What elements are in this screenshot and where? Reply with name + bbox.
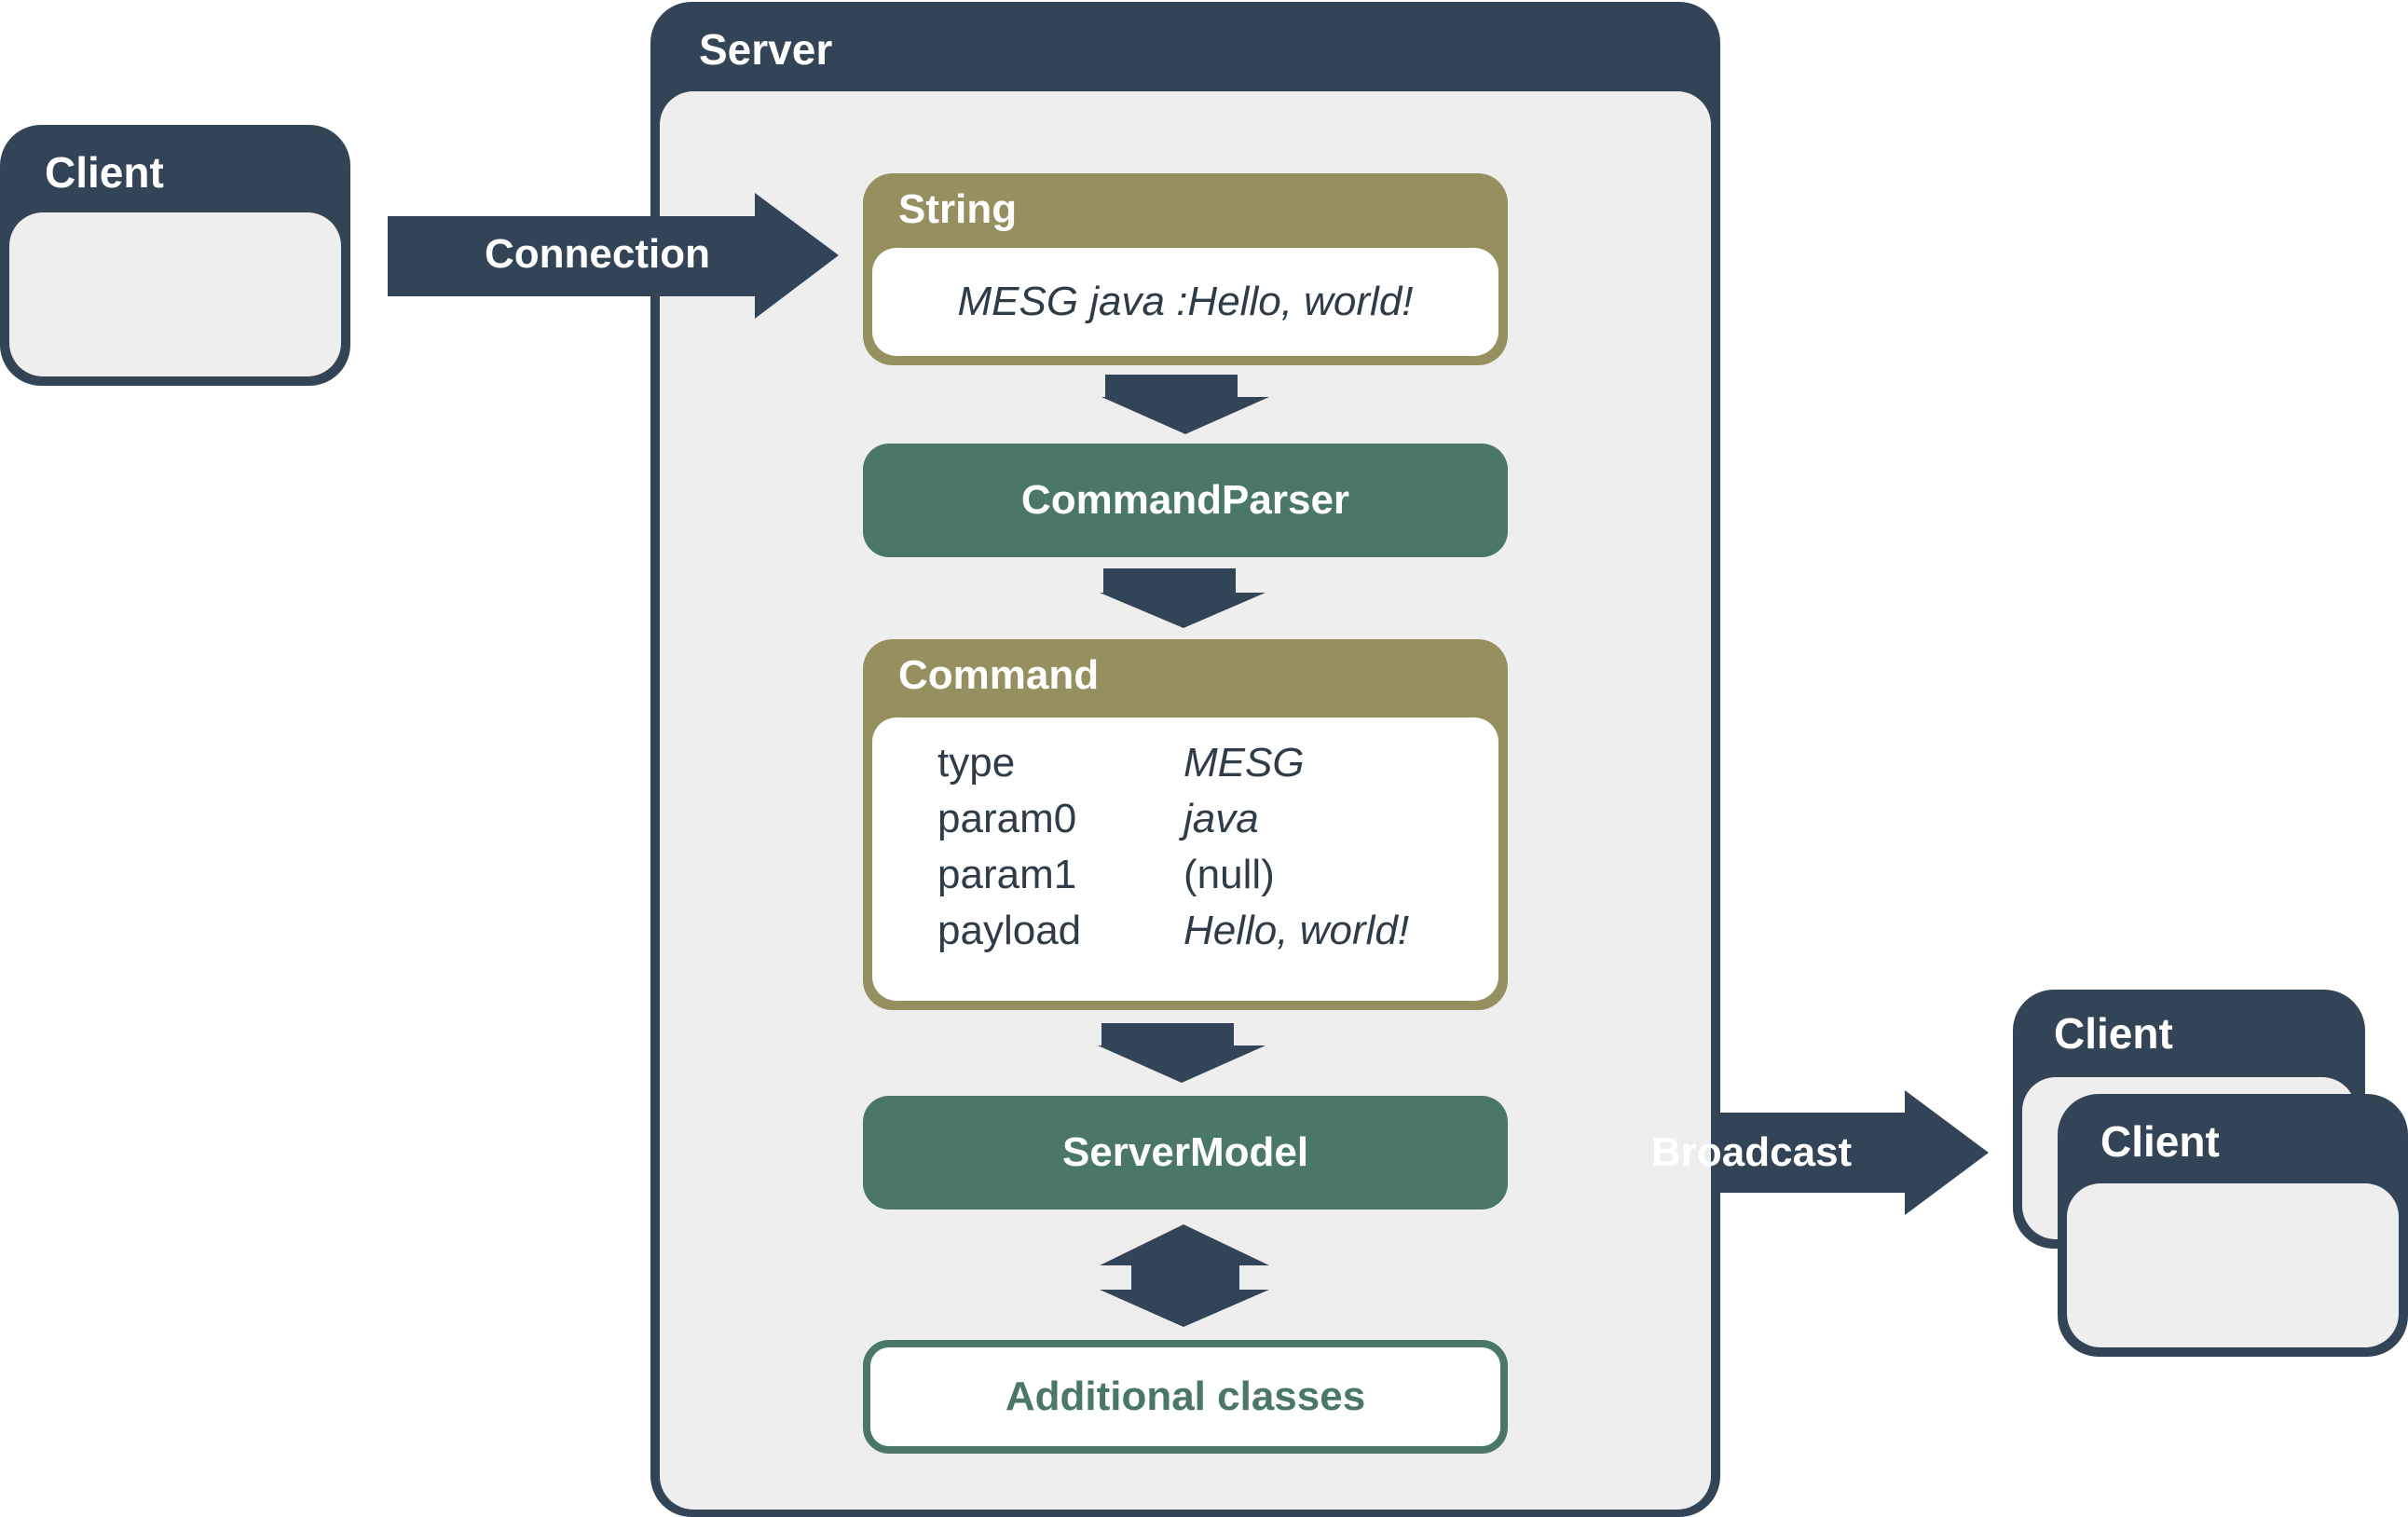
connection-label: Connection [485, 231, 710, 277]
command-box-title: Command [898, 652, 1100, 698]
string-value: MESG java :Hello, world! [957, 279, 1414, 324]
string-box-body: MESG java :Hello, world! [872, 248, 1498, 356]
field-value: Hello, world! [1183, 908, 1410, 953]
broadcast-label: Broadcast [1651, 1129, 1853, 1175]
field-key: type [937, 740, 1016, 786]
command-box-body: type MESG param0 java param1 (null) payl… [872, 718, 1498, 1001]
field-key: param1 [937, 852, 1077, 897]
client-left-title: Client [45, 148, 164, 197]
string-box: String MESG java :Hello, world! [863, 173, 1508, 365]
field-key: payload [937, 908, 1082, 953]
client-right-front-title: Client [2100, 1117, 2220, 1166]
server-title: Server [699, 25, 833, 74]
client-right-front: Client [2058, 1094, 2408, 1357]
field-value: java [1183, 796, 1259, 841]
additional-classes-box: Additional classes [863, 1340, 1508, 1454]
field-key: param0 [937, 796, 1077, 841]
client-left: Client [0, 125, 350, 386]
server-model-box: ServerModel [863, 1096, 1508, 1210]
client-left-body [9, 212, 341, 376]
string-box-title: String [898, 186, 1018, 232]
field-value: MESG [1183, 740, 1305, 786]
field-value: (null) [1183, 852, 1275, 897]
command-box: Command type MESG param0 java param1 (nu… [863, 639, 1508, 1010]
client-right-back-title: Client [2054, 1009, 2173, 1058]
command-parser-box: CommandParser [863, 444, 1508, 557]
client-right-front-body [2067, 1183, 2399, 1347]
